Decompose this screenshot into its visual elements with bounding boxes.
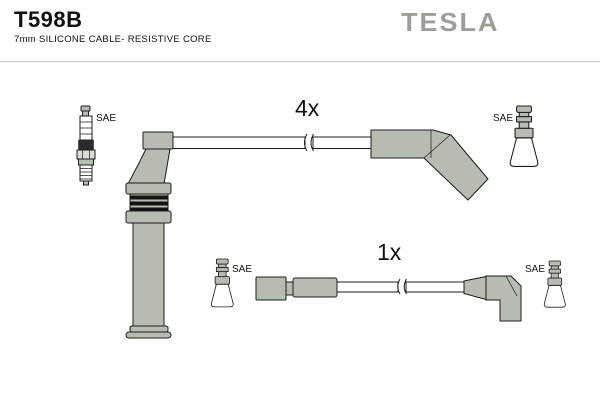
sae-label-top-right: SAE [493, 113, 513, 124]
cable-4x-assembly: 4x SAE [125, 95, 513, 339]
spark-plug-icon [76, 105, 96, 186]
cable-1x-wire [336, 281, 399, 293]
header-divider [0, 61, 600, 62]
product-subtitle: 7mm SILICONE CABLE- RESISTIVE CORE [14, 34, 212, 45]
brand-logo: TESLA [401, 8, 500, 37]
part-number: T598B [14, 7, 83, 32]
cable-4x-quantity-label: 4x [295, 95, 320, 121]
cable-1x-wire [405, 281, 466, 293]
coil-boot-connector [125, 131, 174, 339]
cable-4x-wire [171, 136, 306, 149]
cable-4x-wire [312, 136, 373, 149]
sae-terminal-icon-bottom-left [210, 258, 234, 308]
cable-break-mark [397, 278, 407, 295]
sae-label-bottom-left: SAE [232, 264, 252, 275]
sae-terminal-icon-top-right [509, 105, 539, 167]
sae-label-bottom-right: SAE [525, 264, 545, 275]
sae-label-top-left: SAE [96, 113, 116, 124]
coil-end-connector [255, 276, 338, 301]
cable-break-mark [304, 133, 314, 152]
sae-terminal-icon-bottom-right [543, 260, 566, 308]
cable-4x-elbow-boot [370, 129, 489, 201]
cable-1x-assembly: 1x SAE SAE [232, 239, 545, 322]
cable-1x-elbow-boot [463, 275, 522, 322]
cable-1x-quantity-label: 1x [377, 239, 402, 265]
